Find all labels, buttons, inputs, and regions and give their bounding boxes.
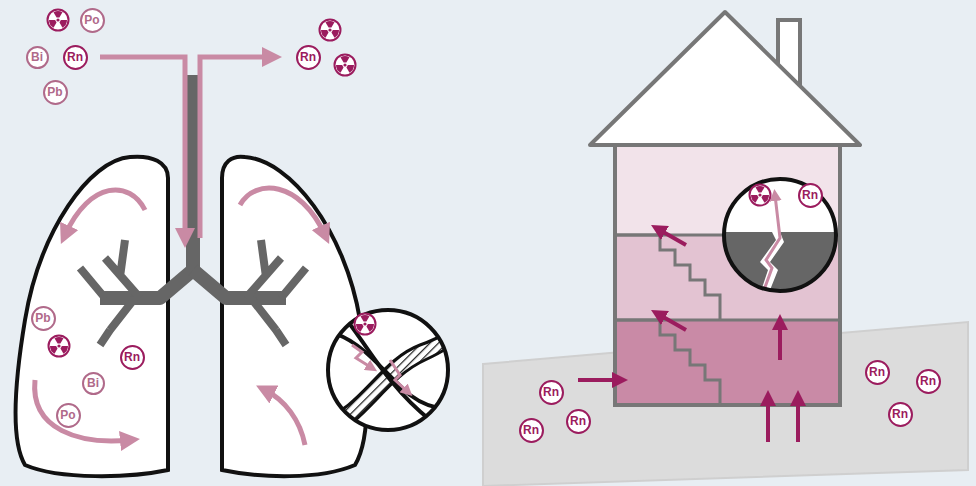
element-circle: Rn [519, 418, 544, 443]
element-symbol: Rn [300, 51, 316, 63]
element-symbol: Rn [869, 366, 885, 378]
element-circle: Rn [296, 45, 321, 70]
element-circle: Rn [120, 345, 145, 370]
element-circle: Bi [82, 372, 105, 395]
element-symbol: Rn [67, 51, 83, 63]
element-circle: Rn [566, 409, 591, 434]
element-circle: Pb [43, 80, 68, 105]
element-circle: Rn [798, 183, 823, 208]
element-symbol: Rn [892, 408, 908, 420]
element-symbol: Pb [47, 86, 62, 98]
element-symbol: Rn [920, 375, 936, 387]
element-circle: Rn [539, 380, 564, 405]
element-symbol: Rn [523, 424, 539, 436]
element-symbol: Rn [543, 386, 559, 398]
element-circle: Po [56, 403, 81, 428]
element-circle: Rn [916, 369, 941, 394]
element-symbol: Rn [570, 415, 586, 427]
element-symbol: Bi [31, 51, 43, 63]
element-symbol: Po [84, 14, 99, 26]
element-circle: Rn [63, 45, 88, 70]
element-symbol: Rn [124, 351, 140, 363]
element-circle: Bi [26, 46, 49, 69]
element-symbol: Po [60, 409, 75, 421]
element-circle: Rn [888, 402, 913, 427]
element-circle: Po [80, 8, 105, 33]
element-symbol: Bi [87, 377, 99, 389]
element-symbol: Rn [802, 189, 818, 201]
element-circle: Pb [31, 306, 56, 331]
element-circle: Rn [865, 360, 890, 385]
element-symbol: Pb [35, 312, 50, 324]
